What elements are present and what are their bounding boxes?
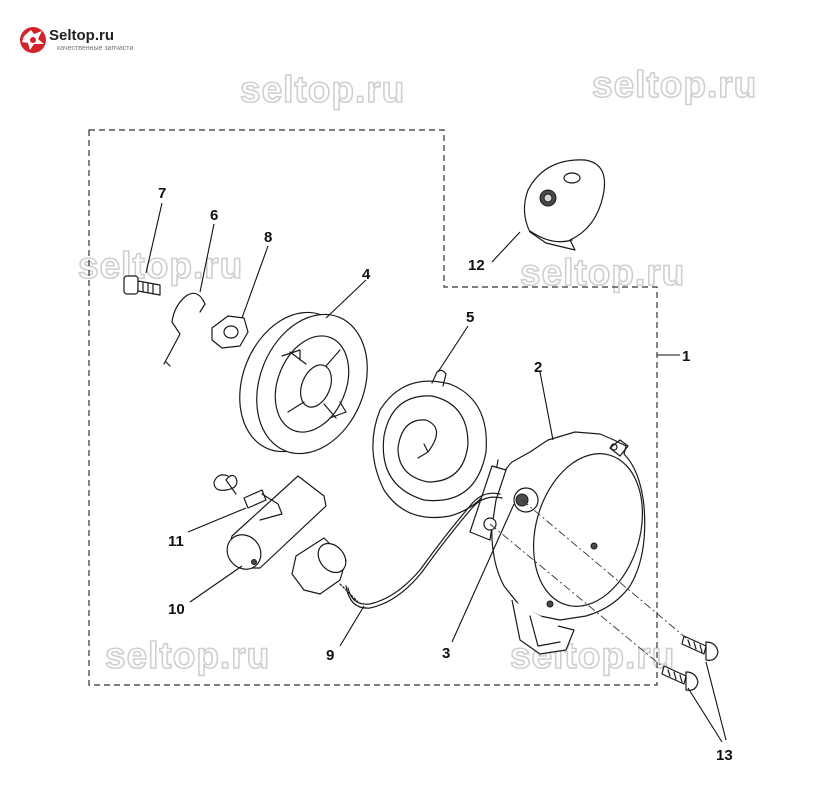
assembly-boundary: [88, 129, 658, 686]
starter-cup-part[interactable]: [523, 159, 606, 251]
case-bolt-part[interactable]: [661, 635, 719, 691]
callout-12: 12: [468, 257, 485, 274]
logo-emblem-icon: [20, 27, 46, 53]
callouts: 1 2 3 4 5 6 7 8 9 10 11 12 13: [158, 185, 733, 764]
callout-11: 11: [168, 533, 184, 550]
logo-tagline: качественные запчасти: [57, 45, 133, 52]
ratchet-spring-part[interactable]: [163, 292, 206, 367]
callout-4: 4: [362, 266, 371, 283]
callout-9: 9: [326, 647, 334, 664]
callout-2: 2: [534, 359, 542, 376]
recoil-spring-part[interactable]: [372, 369, 499, 519]
leader-lines: [145, 202, 727, 743]
logo-brand: Seltop.ru: [49, 27, 114, 44]
ratchet-part[interactable]: [211, 315, 249, 349]
watermark: seltop.ru: [105, 635, 270, 676]
callout-1: 1: [682, 348, 690, 365]
callout-5: 5: [466, 309, 474, 326]
bolt-part[interactable]: [123, 275, 161, 296]
callout-7: 7: [158, 185, 166, 202]
watermark: seltop.ru: [592, 64, 757, 105]
watermark: seltop.ru: [78, 245, 243, 286]
callout-6: 6: [210, 207, 218, 224]
callout-8: 8: [264, 229, 272, 246]
callout-3: 3: [442, 645, 450, 662]
starter-rope-part[interactable]: [339, 492, 503, 609]
starter-case-part[interactable]: [469, 431, 659, 655]
watermark: seltop.ru: [240, 69, 405, 110]
watermarks: seltop.ru seltop.ru seltop.ru seltop.ru …: [77, 63, 757, 677]
seltop-logo[interactable]: Seltop.ru качественные запчасти: [20, 27, 133, 53]
rope-knot-part[interactable]: [213, 474, 283, 521]
callout-10: 10: [168, 601, 185, 618]
callout-13: 13: [716, 747, 733, 764]
watermark: seltop.ru: [510, 635, 675, 676]
starter-handle-part[interactable]: [220, 475, 351, 595]
reel-part[interactable]: [220, 296, 387, 470]
